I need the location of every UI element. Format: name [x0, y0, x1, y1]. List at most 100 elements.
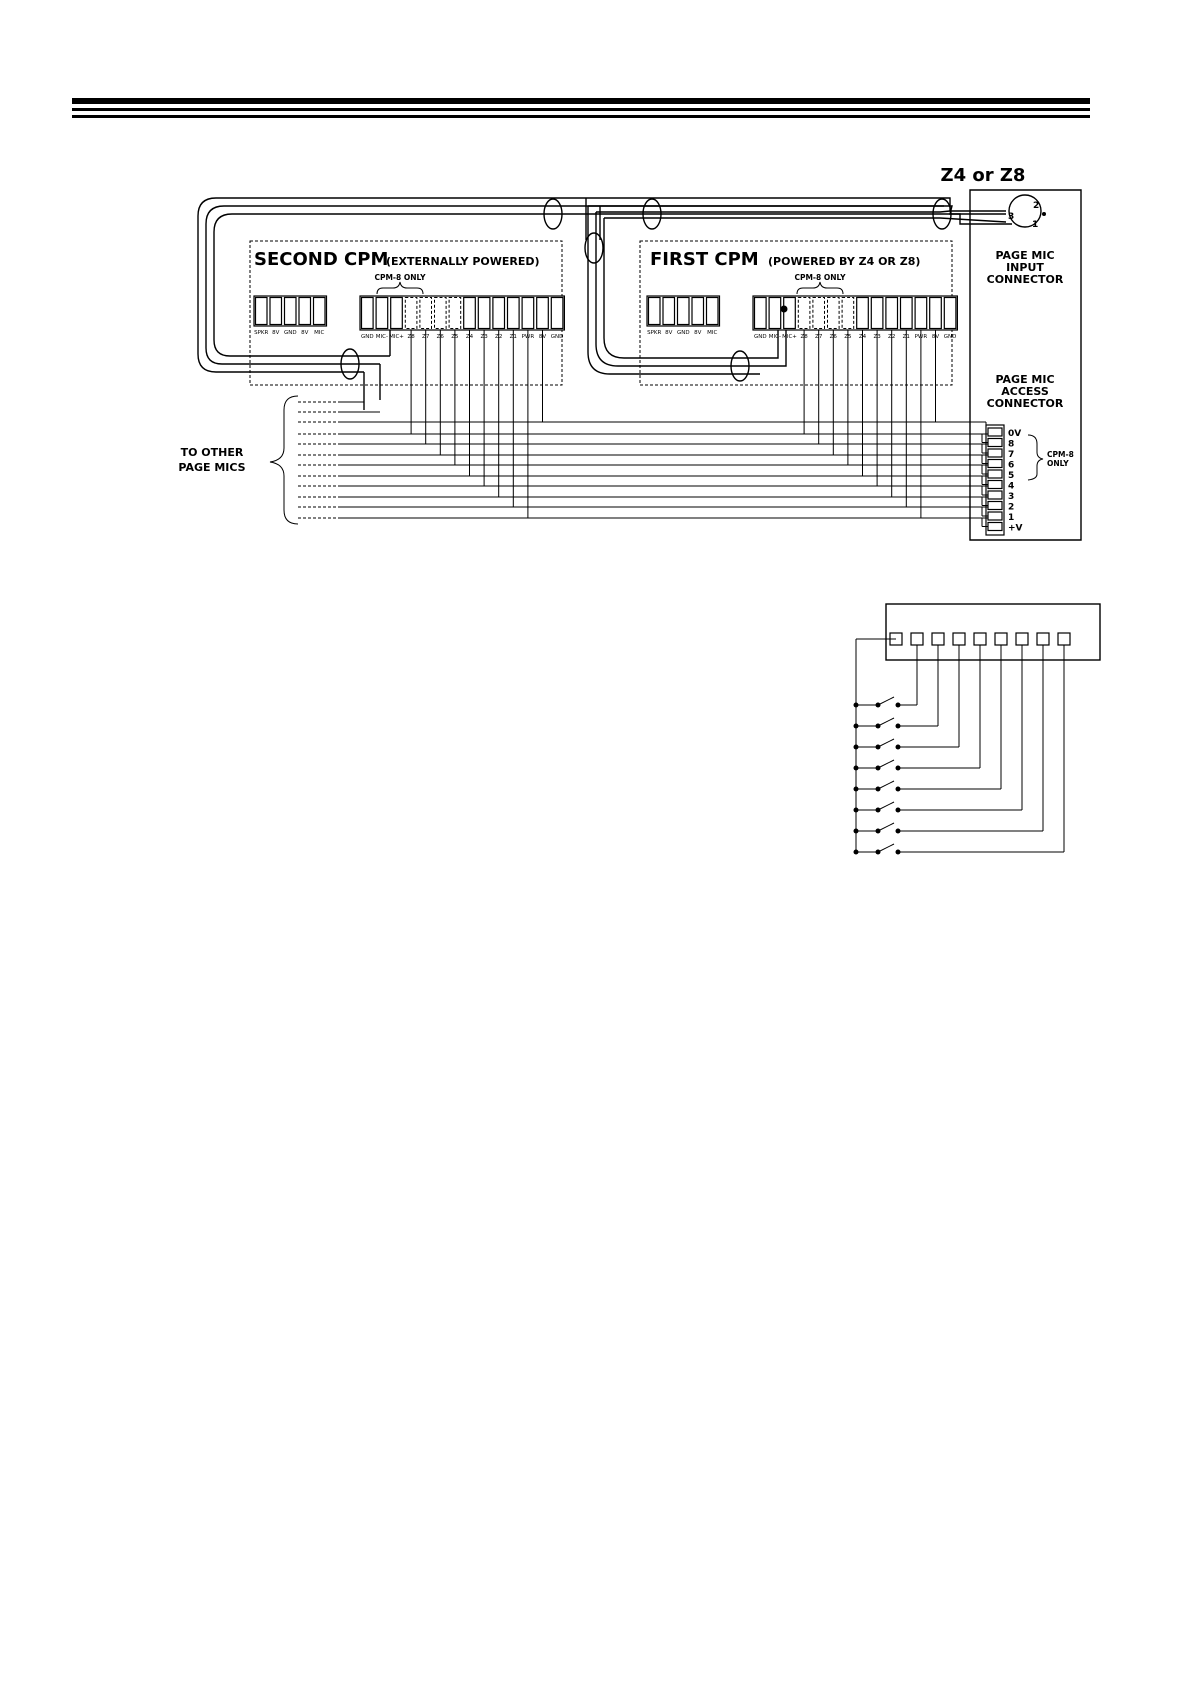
terminal [492, 296, 506, 330]
header-rule [72, 115, 1090, 118]
cable-shield [932, 198, 952, 230]
switch-contact [877, 801, 895, 811]
cable-wire [603, 218, 779, 359]
switch-panel-pin [910, 632, 924, 646]
first-cpm-note: (POWERED BY Z4 OR Z8) [768, 255, 920, 268]
xlr-connector [1008, 194, 1042, 228]
access-pin-label: 6 [1008, 461, 1014, 471]
terminal [676, 296, 690, 326]
cable-wire [205, 205, 1006, 365]
page-mic-access-label: ACCESS [1001, 385, 1049, 398]
terminal [463, 296, 476, 330]
terminal [360, 296, 374, 330]
access-pin-label: 3 [1008, 492, 1014, 502]
cable-shield [730, 350, 750, 382]
page-mic-access-label: PAGE MIC [995, 373, 1054, 386]
page-mic-input-label: PAGE MIC [995, 249, 1054, 262]
switch-panel [853, 603, 1101, 855]
header-rule [72, 108, 1090, 111]
first-cpm-terminal-label: MIC- [769, 334, 781, 340]
cable-wire [197, 197, 1006, 373]
terminal [404, 297, 418, 329]
second-cpm-cpm8-label: CPM-8 ONLY [374, 273, 426, 282]
switch-contact [877, 843, 895, 853]
header-rules [72, 98, 1090, 118]
terminal [298, 296, 312, 326]
first-cpm-brace [796, 281, 844, 295]
terminal [691, 296, 705, 326]
second-cpm-outline [249, 240, 563, 386]
access-pin-label: 1 [1008, 513, 1014, 523]
terminal [943, 296, 957, 330]
cpm8-side-label: CPM-8 [1047, 450, 1074, 459]
xlr-pin-label: 3 [1008, 212, 1014, 222]
cable-shield [584, 232, 604, 264]
second-cpm-terminal-label: GND [361, 334, 374, 340]
switch-panel-pin [973, 632, 987, 646]
first-cpm: FIRST CPM (POWERED BY Z4 OR Z8) CPM-8 ON… [639, 240, 958, 386]
second-cpm-title: SECOND CPM [254, 249, 388, 270]
mic-cables [197, 197, 1012, 410]
terminal [827, 297, 840, 329]
access-pin [987, 448, 1003, 458]
access-pin-label: 8 [1008, 440, 1014, 450]
access-pin [987, 490, 1003, 500]
switch-panel-pin [1036, 632, 1050, 646]
terminal [753, 296, 767, 330]
page-mics-brace [269, 395, 299, 525]
first-cpm-terminal-label: MIC+ [782, 334, 797, 340]
z4-z8-outline [969, 189, 1082, 541]
xlr-pin-label: 1 [1032, 220, 1038, 230]
first-cpm-terminal-label: GND [754, 334, 767, 340]
switch-panel-pin [931, 632, 945, 646]
access-pin [987, 458, 1003, 469]
header-rule [72, 98, 1090, 104]
cpm8-side-brace [1027, 434, 1044, 481]
to-other-page-mics-label: PAGE MICS [178, 461, 245, 474]
first-left-terminal-label: GND [677, 330, 690, 336]
terminal [254, 296, 268, 326]
second-cpm-terminal-label: MIC+ [389, 334, 404, 340]
terminal [841, 297, 855, 329]
cable-wire [604, 217, 1007, 223]
terminal [375, 296, 389, 330]
first-cpm-title: FIRST CPM [650, 249, 759, 270]
terminal [477, 296, 491, 330]
access-pin [987, 479, 1003, 490]
terminal [521, 296, 535, 330]
mic-plus-junction [780, 305, 788, 313]
cable-shield [543, 198, 563, 230]
to-other-page-mics: TO OTHER PAGE MICS [178, 395, 299, 525]
z4-z8-title: Z4 or Z8 [941, 165, 1026, 186]
terminal [783, 296, 796, 330]
second-left-terminal-label: 8V [301, 330, 308, 336]
access-pin-label: 7 [1008, 450, 1014, 460]
second-cpm-terminal-label: MIC- [376, 334, 388, 340]
terminal [390, 296, 403, 330]
access-pin-label: 5 [1008, 471, 1014, 481]
terminal [550, 296, 564, 330]
terminal [768, 296, 782, 330]
xlr-pin-label: 2 [1033, 201, 1039, 211]
terminal [269, 296, 283, 326]
page-mic-access-label: CONNECTOR [987, 397, 1064, 410]
switch-contact [877, 738, 895, 748]
access-pin [987, 469, 1003, 479]
switch-panel-pin [952, 632, 966, 646]
terminal [662, 296, 676, 326]
second-left-terminal-label: GND [284, 330, 297, 336]
access-pin [987, 437, 1003, 448]
terminal [705, 296, 719, 326]
access-pin-label: 0V [1008, 429, 1021, 439]
second-left-terminal-label: 8V [272, 330, 279, 336]
bus-wiring [298, 330, 988, 527]
terminal [870, 296, 884, 330]
terminal [283, 296, 297, 326]
access-pin [987, 427, 1003, 437]
switch-panel-pin [994, 632, 1008, 646]
first-left-terminal-label: MIC [707, 330, 717, 336]
first-left-terminal-label: 8V [665, 330, 672, 336]
